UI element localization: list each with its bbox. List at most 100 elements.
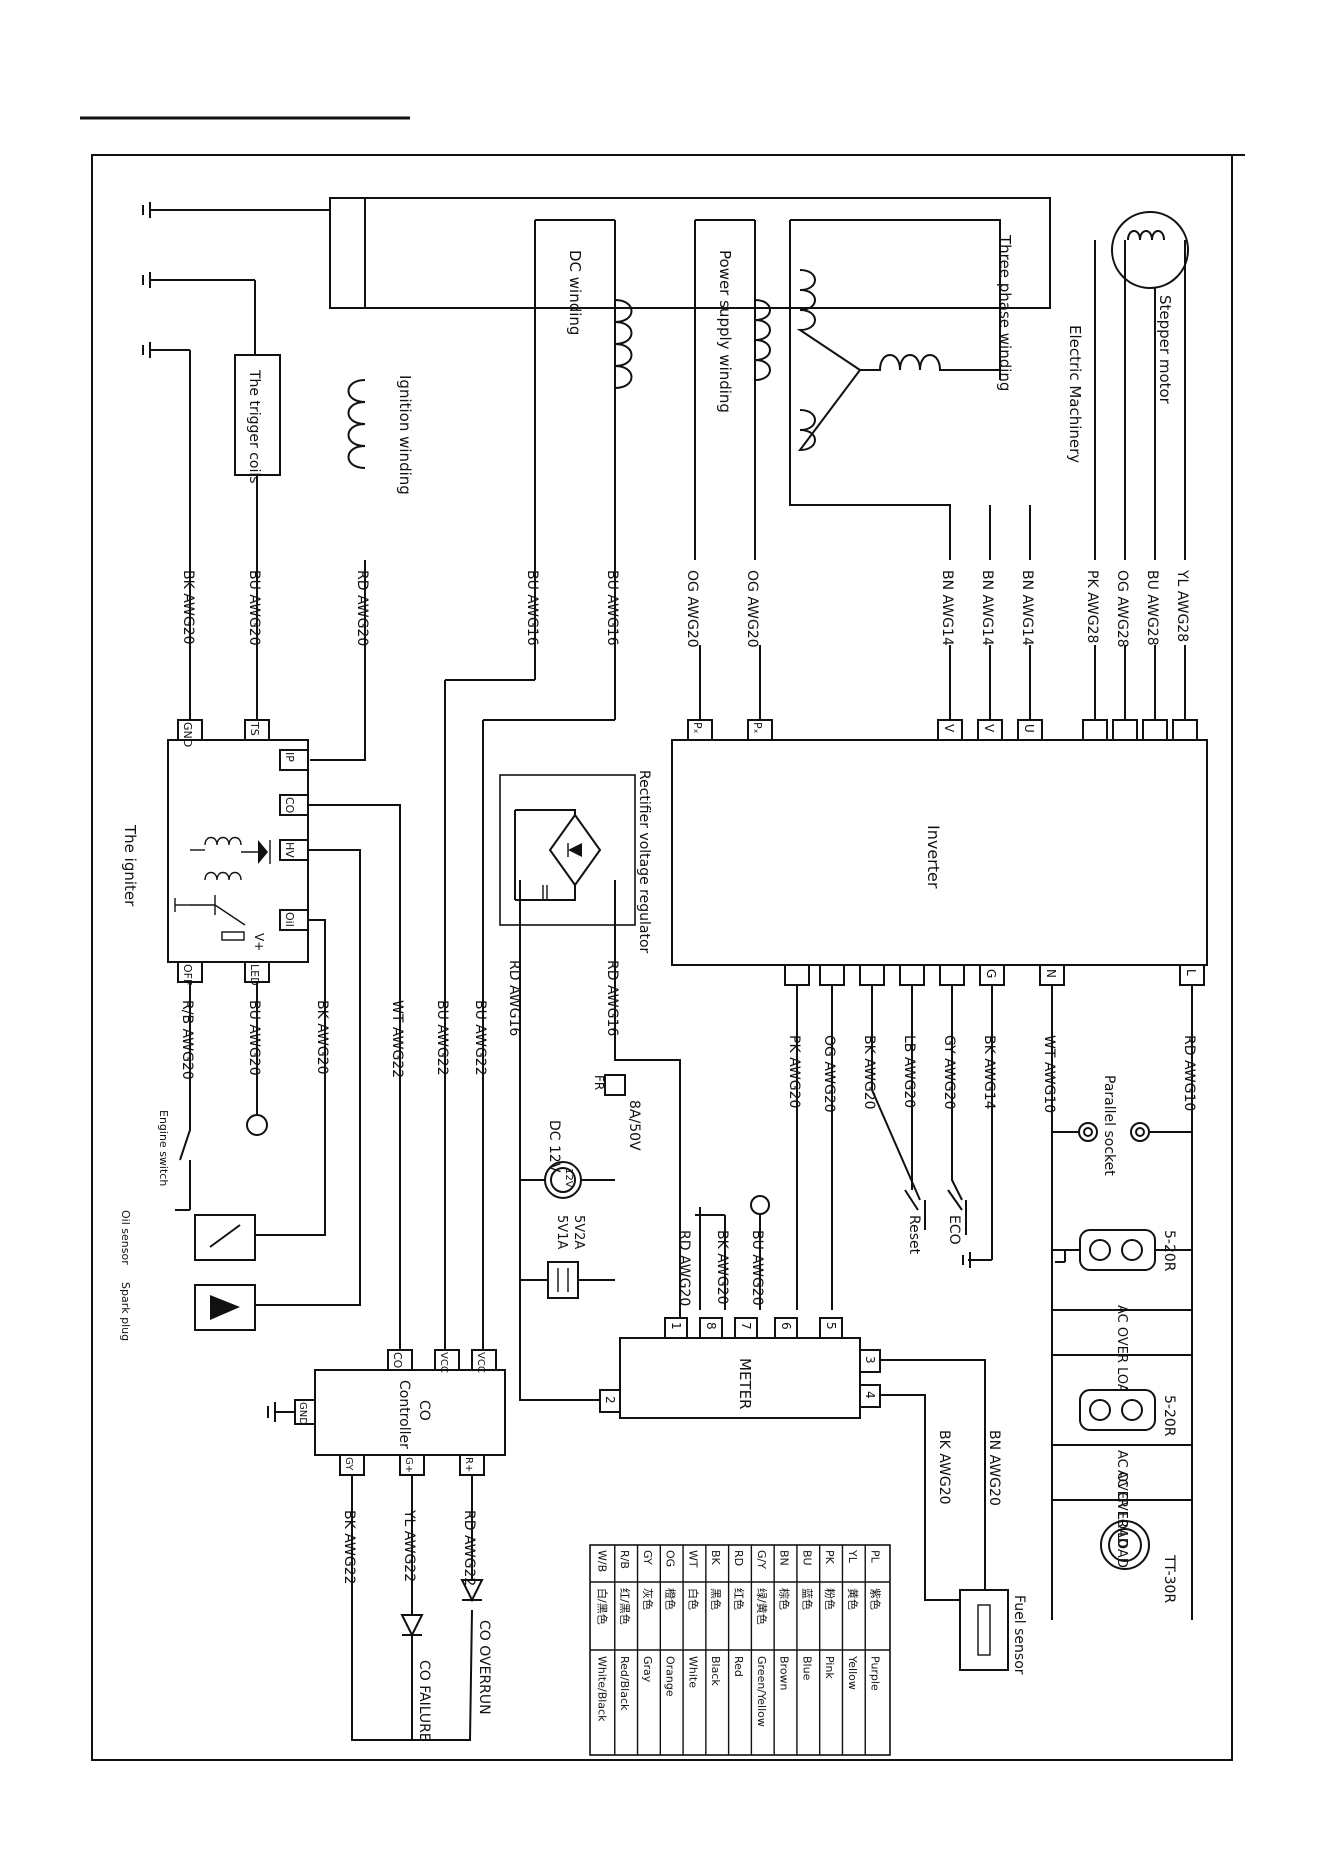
igniter-pin: Oil <box>283 912 296 927</box>
ignition-winding-coil <box>347 379 366 469</box>
meter-pin: 5 <box>824 1322 838 1330</box>
wire-label: WT AWG10 <box>1041 1035 1057 1113</box>
meter-box <box>619 1337 861 1419</box>
ac-overload-label: AC OVER LOAD <box>1114 1450 1129 1548</box>
wire-label: GY AWG20 <box>941 1035 957 1109</box>
co-controller-box <box>314 1369 506 1456</box>
wire-label: BU AWG22 <box>434 1000 450 1076</box>
wire-label: BN AWG14 <box>979 570 995 646</box>
inverter-box <box>671 739 1208 966</box>
legend-code: PK <box>823 1550 836 1565</box>
legend-en: Yellow <box>846 1655 859 1690</box>
igniter-output-wires: R/B AWG20 Engine switch BU AWG20 BK AWG2… <box>157 679 615 1350</box>
wire-label: BN AWG14 <box>1019 570 1035 646</box>
fuse-rating: 8A/50V <box>626 1100 642 1151</box>
trigger-coils-box <box>234 354 281 476</box>
rectifier-box <box>499 774 636 926</box>
ac-overload-label: AC OVER LOAD <box>1114 1305 1129 1403</box>
legend-code: BU <box>800 1550 813 1566</box>
legend-cn: 红/黑色 <box>618 1588 632 1625</box>
meter-label: METER <box>736 1358 754 1409</box>
legend-code: BK <box>709 1550 722 1566</box>
wire-label: BU AWG16 <box>604 570 620 646</box>
stepper-motor-symbol <box>1111 211 1189 289</box>
legend-cn: 黄色 <box>846 1588 860 1610</box>
fuse-label: FR <box>592 1075 606 1090</box>
legend-en: Purple <box>869 1656 882 1691</box>
legend-cn: 黑色 <box>709 1588 723 1610</box>
eco-label: ECO <box>946 1215 962 1245</box>
meter: METER 1 8 7 6 5 2 3 4 BN AWG20 BK AWG20 <box>599 1317 1002 1661</box>
wire-label: WT AWG22 <box>389 1000 405 1078</box>
oil-sensor: Oil sensor <box>119 1210 256 1265</box>
outer-frame <box>91 154 1233 1761</box>
co-controller-label-2: Controller <box>396 1380 412 1449</box>
co-controller-pin: VCC <box>475 1352 486 1373</box>
wire-label: RD AWG20 <box>676 1230 692 1306</box>
wire-label: BU AWG20 <box>246 570 262 646</box>
wire-label: OG AWG28 <box>1114 570 1130 648</box>
outlet-label: 5-20R <box>1161 1230 1177 1272</box>
inverter-output-wires: PK AWG20 OG AWG20 BK AWG20 LB AWG20 GY A… <box>786 985 1197 1620</box>
fuel-sensor-label: Fuel sensor <box>1011 1595 1027 1675</box>
legend-cn: 红色 <box>732 1588 746 1610</box>
igniter-pin: IP <box>283 752 296 762</box>
legend-en: Orange <box>664 1656 677 1697</box>
battery: 12V DC 12V <box>520 1120 615 1199</box>
ac-overload-label: AC OVER LOAD <box>1114 1470 1129 1568</box>
meter-pin: 3 <box>863 1356 877 1364</box>
wire-labels-top: BK AWG20 BU AWG20 RD AWG20 BU AWG16 BU A… <box>180 569 1190 648</box>
wire-label: BN AWG20 <box>986 1430 1002 1506</box>
color-legend: PL紫色PurpleYL黄色YellowPK粉色PinkBU蓝色BlueBN棕色… <box>589 1544 891 1756</box>
machinery-frame <box>329 197 1051 309</box>
legend-cn: 白色 <box>686 1588 700 1610</box>
wire-label: BU AWG20 <box>246 1000 262 1076</box>
igniter-pin: OFF <box>181 964 194 985</box>
co-failure-label: CO FAILURE <box>416 1660 432 1742</box>
inverter-pin: U <box>1022 724 1036 733</box>
fuse: FR 8A/50V <box>592 1074 642 1151</box>
legend-cn: 紫色 <box>869 1588 883 1610</box>
legend-en: Green/Yellow <box>755 1656 768 1727</box>
rectifier-label: Rectifier voltage regulator <box>636 770 652 954</box>
wire-label: BK AWG20 <box>936 1430 952 1505</box>
wire-label: BK AWG20 <box>714 1230 730 1305</box>
legend-cn: 灰色 <box>641 1588 655 1610</box>
inverter-pin: V <box>982 724 996 733</box>
wire-label: RD AWG22 <box>461 1510 477 1586</box>
co-controller-pin: VCC <box>438 1352 449 1373</box>
wire-label: YL AWG28 <box>1174 569 1190 642</box>
legend-code: OG <box>664 1550 677 1567</box>
igniter-label: The igniter <box>121 824 139 907</box>
usb-label-2: 5V1A <box>554 1215 569 1249</box>
co-controller-pin: CO <box>391 1352 404 1369</box>
inverter-label: Inverter <box>924 825 943 889</box>
meter-pin: 2 <box>603 1396 617 1404</box>
legend-code: R/B <box>618 1550 631 1569</box>
legend-code: YL <box>846 1549 859 1564</box>
reset-eco-switches: Reset ECO <box>904 1189 992 1268</box>
inverter-pin: Pₓ <box>751 722 764 734</box>
meter-pin: 4 <box>863 1391 877 1399</box>
inverter-pin: Pₓ <box>691 722 704 734</box>
legend-en: Blue <box>800 1656 813 1681</box>
legend-en: Red <box>732 1656 745 1677</box>
wire-label: BK AWG20 <box>314 1000 330 1075</box>
three-phase-winding-label: Three phase winding <box>996 234 1014 391</box>
machinery-title: Electric Machinery <box>1066 325 1084 463</box>
legend-code: BN <box>778 1550 791 1566</box>
legend-code: W/B <box>595 1550 608 1572</box>
legend-cn: 棕色 <box>778 1588 792 1610</box>
legend-en: Brown <box>778 1656 791 1691</box>
spark-plug-label: Spark plug <box>119 1282 132 1341</box>
legend-cn: 粉色 <box>823 1588 837 1610</box>
meter-pin: 1 <box>669 1322 683 1330</box>
igniter-pin: HV <box>283 842 296 858</box>
legend-code: GY <box>641 1550 654 1565</box>
legend-en: Gray <box>641 1656 654 1683</box>
legend-en: Red/Black <box>618 1656 631 1711</box>
legend-code: PL <box>869 1550 882 1564</box>
igniter-pin: LED <box>248 964 261 986</box>
co-controller: CO Controller CO VCC VCC GND GY G+ R+ <box>267 1349 506 1476</box>
wire-label: BK AWG20 <box>180 570 196 645</box>
